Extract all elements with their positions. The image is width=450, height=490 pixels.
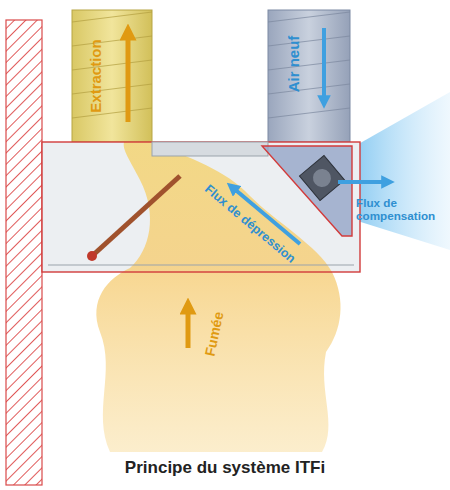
hood-collar <box>152 142 268 156</box>
spiral-line <box>72 36 152 46</box>
extraction-arrow <box>126 32 131 122</box>
spiral-line <box>268 12 350 22</box>
spiral-line <box>268 108 350 118</box>
spiral-line <box>72 60 152 70</box>
spiral-line <box>268 60 350 70</box>
compensation-air-cone <box>348 92 450 250</box>
caption: Principe du système ITFi <box>0 458 450 478</box>
duct-spiral <box>268 12 350 118</box>
fan-rotor <box>309 165 334 190</box>
spiral-line <box>268 84 350 94</box>
filter-hinge <box>87 251 97 261</box>
fresh-air-arrow <box>322 28 326 102</box>
wall <box>6 20 42 485</box>
flow-label: Flux de dépression <box>202 182 299 266</box>
duct-label: Extraction <box>87 39 104 112</box>
fresh-air-duct <box>268 10 350 142</box>
flow-label: Flux de compensation <box>356 196 448 223</box>
extraction-duct <box>72 10 152 142</box>
duct-label: Air neuf <box>285 36 302 93</box>
duct-spiral <box>72 12 152 118</box>
grease-filter <box>92 176 180 256</box>
fan <box>299 155 344 200</box>
hood-outline <box>42 142 360 272</box>
hood-lip <box>48 265 354 266</box>
spiral-line <box>72 12 152 22</box>
spiral-line <box>268 36 350 46</box>
fan-housing <box>299 155 344 200</box>
spiral-line <box>72 108 152 118</box>
spiral-line <box>72 84 152 94</box>
smoke-arrow <box>186 306 191 348</box>
compensation-arrow <box>338 180 388 184</box>
flow-label: Fumée <box>201 310 226 357</box>
